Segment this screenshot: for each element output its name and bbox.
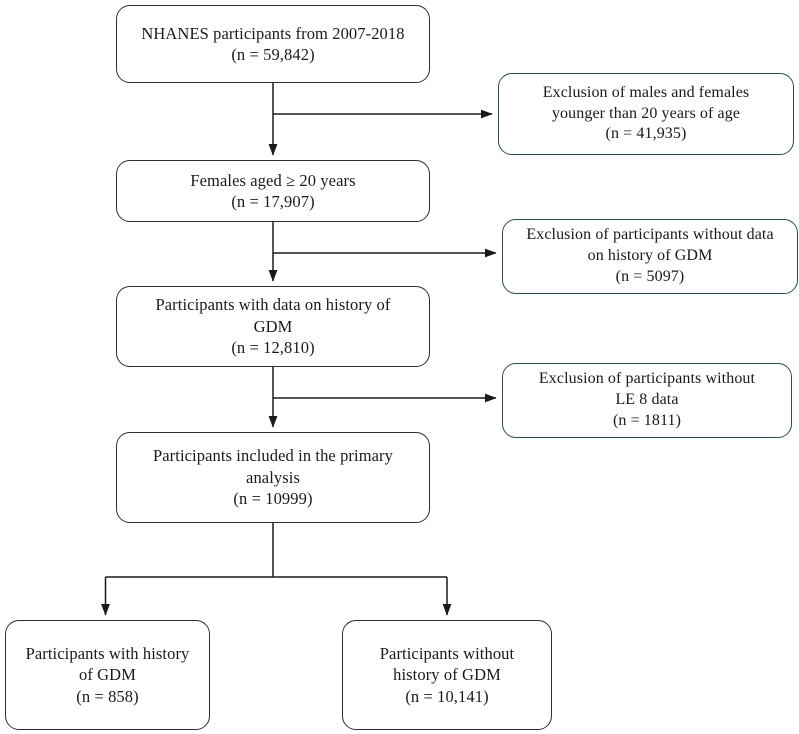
node-females-20plus-label: Females aged ≥ 20 years (n = 17,907) [190,170,356,211]
node-exclusion-age: Exclusion of males and females younger t… [498,73,794,155]
connector-primary-split [101,523,452,616]
node-exclusion-le8-data: Exclusion of participants without LE 8 d… [502,363,792,438]
node-exclusion-gdm-data-label: Exclusion of participants without data o… [526,226,774,285]
node-source-population: NHANES participants from 2007-2018 (n = … [116,5,430,83]
node-with-gdm-history-label: Participants with history of GDM (n = 85… [25,643,190,706]
node-source-population-label: NHANES participants from 2007-2018 (n = … [141,23,405,64]
node-exclusion-le8-data-label: Exclusion of participants without LE 8 d… [538,370,756,429]
node-females-20plus: Females aged ≥ 20 years (n = 17,907) [116,160,430,222]
node-without-gdm-history: Participants without history of GDM (n =… [342,620,552,730]
node-without-gdm-history-label: Participants without history of GDM (n =… [379,643,515,706]
node-with-gdm-history: Participants with history of GDM (n = 85… [5,620,210,730]
node-primary-analysis: Participants included in the primary ana… [116,432,430,523]
node-exclusion-gdm-data: Exclusion of participants without data o… [502,219,798,294]
node-with-gdm-data: Participants with data on history of GDM… [116,286,430,367]
node-primary-analysis-label: Participants included in the primary ana… [152,446,394,509]
node-with-gdm-data-label: Participants with data on history of GDM… [155,295,391,358]
node-exclusion-age-label: Exclusion of males and females younger t… [542,83,750,143]
